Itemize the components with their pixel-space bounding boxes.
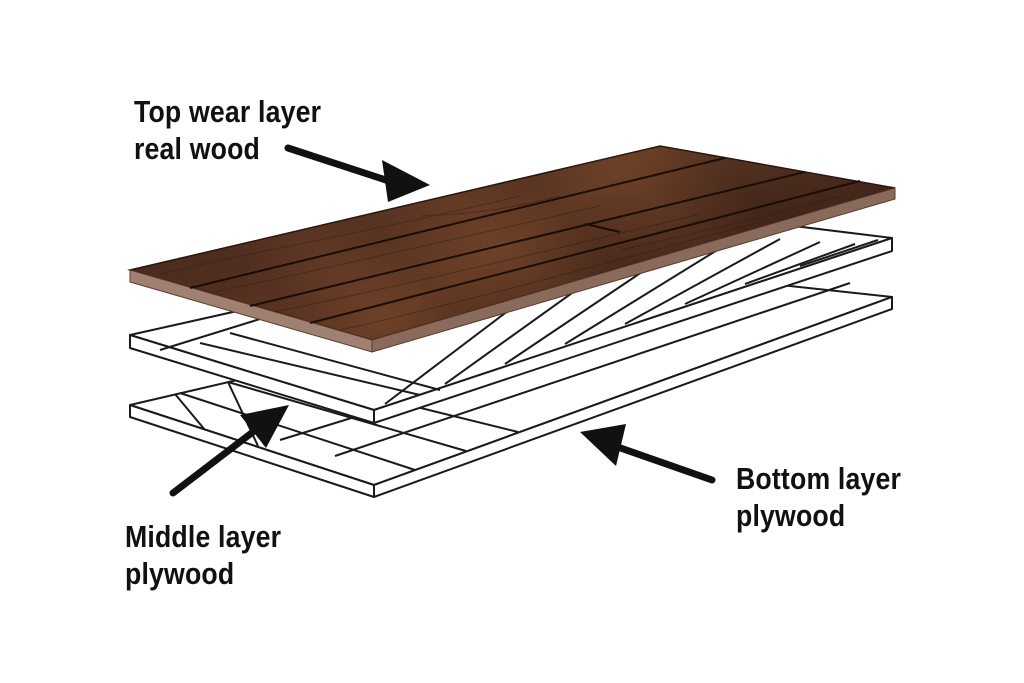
bottom-layer-side-edge — [129, 404, 375, 498]
middle-layer-side-edge — [129, 334, 375, 424]
top-label-line2: real wood — [134, 131, 260, 166]
top-label-line1: Top wear layer — [134, 94, 322, 129]
arrows — [169, 144, 716, 497]
wood-grain-streaks — [159, 195, 841, 331]
wood-side-edge — [129, 269, 373, 353]
arrow-bottom-layer — [580, 424, 716, 484]
bottom-layer-label: Bottom layer plywood — [736, 460, 901, 534]
middle-label-line1: Middle layer — [125, 519, 282, 554]
top-wood-layer — [127, 145, 896, 353]
top-wear-layer-label: Top wear layer real wood — [134, 93, 321, 167]
bottom-plywood-layer — [129, 274, 893, 498]
arrow-top-layer — [284, 144, 430, 202]
middle-label-line2: plywood — [125, 556, 235, 591]
bottom-label-line2: plywood — [736, 498, 846, 533]
bottom-label-line1: Bottom layer — [736, 461, 902, 496]
middle-layer-label: Middle layer plywood — [125, 518, 281, 592]
arrow-middle-layer — [169, 405, 289, 497]
wood-plank-seams — [189, 157, 861, 324]
